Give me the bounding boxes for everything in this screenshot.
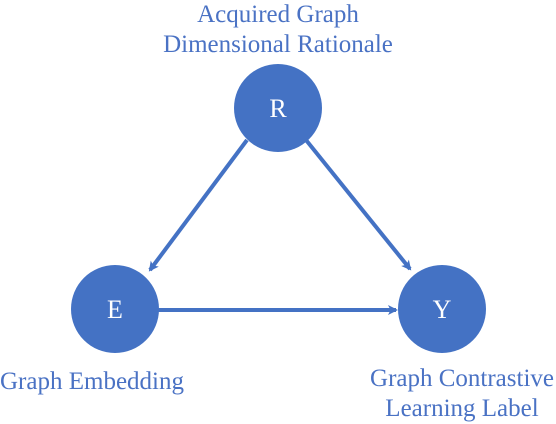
node-r: R xyxy=(234,64,322,152)
node-y-label-line-1: Graph Contrastive xyxy=(370,365,554,392)
node-e-letter: E xyxy=(107,295,123,324)
node-e-label-line-1: Graph Embedding xyxy=(0,368,184,395)
node-r-circle xyxy=(234,64,322,152)
node-y-label: Graph Contrastive Learning Label xyxy=(370,364,554,424)
node-r-label: Acquired Graph Dimensional Rationale xyxy=(0,0,556,60)
edge-r-to-e xyxy=(148,138,249,272)
node-e-label: Graph Embedding xyxy=(0,367,184,397)
node-r-letter: R xyxy=(269,94,287,123)
edge-r-to-y xyxy=(304,138,412,271)
node-y: Y xyxy=(398,265,486,353)
node-e: E xyxy=(71,265,159,353)
node-r-label-line-1: Acquired Graph xyxy=(197,1,359,28)
node-y-label-line-2: Learning Label xyxy=(385,395,539,422)
node-r-label-line-2: Dimensional Rationale xyxy=(163,31,393,58)
node-e-circle xyxy=(71,265,159,353)
node-y-letter: Y xyxy=(433,295,452,324)
node-y-circle xyxy=(398,265,486,353)
